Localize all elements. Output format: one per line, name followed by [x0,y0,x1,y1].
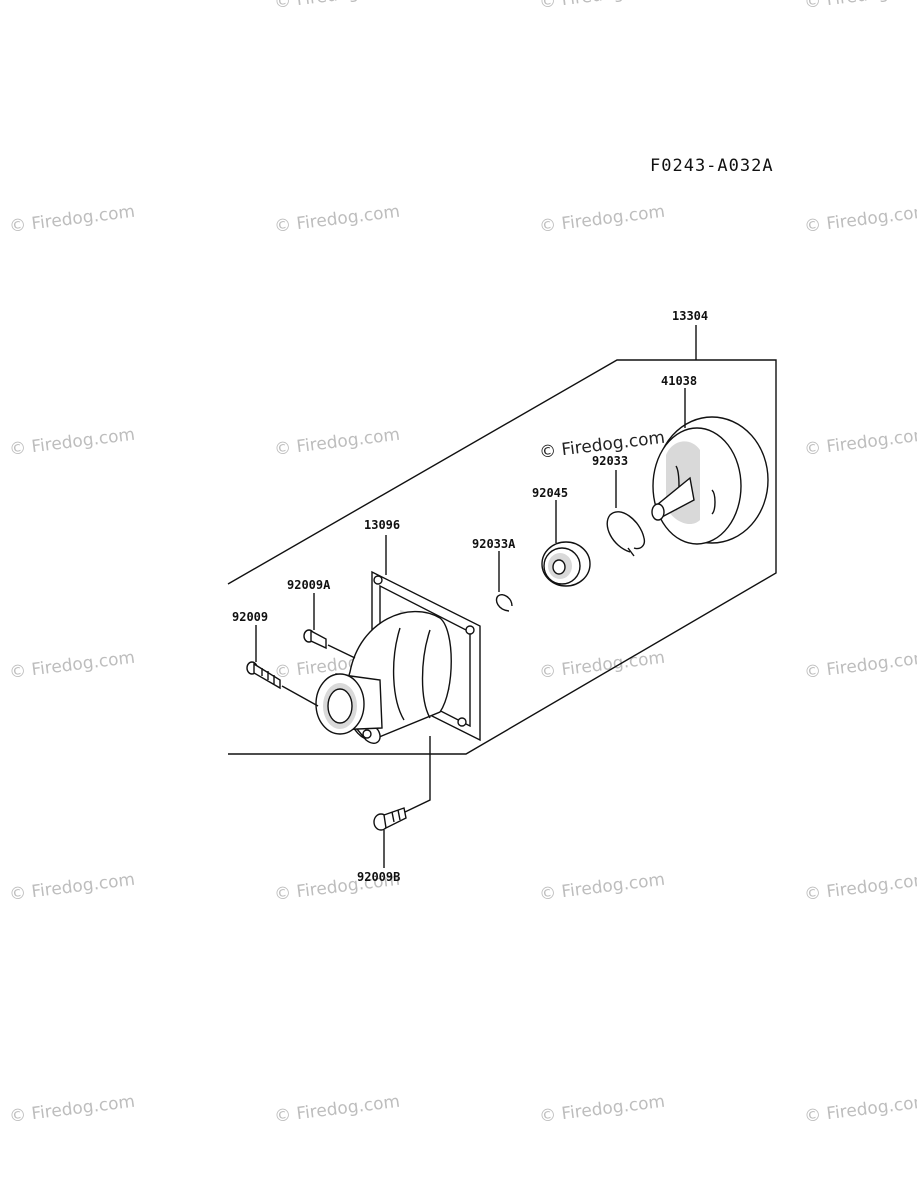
watermark: © Firedog.com [8,202,136,237]
watermark: © Firedog.com [8,1092,136,1127]
watermark: © Firedog.com [803,202,917,237]
watermark: © Firedog.com [273,202,401,237]
part-label-41038: 41038 [661,374,697,388]
watermark-top-partial: © Firedog.com [273,0,401,13]
watermark: © Firedog.com [8,648,136,683]
diagram-code: F0243-A032A [650,156,774,176]
watermark-top-partial: © Firedog.com [803,0,917,13]
watermark-layer: © Firedog.com © Firedog.com © Firedog.co… [8,0,917,1127]
part-label-92033A: 92033A [472,537,516,551]
watermark: © Firedog.com [538,648,666,683]
watermark: © Firedog.com [8,425,136,460]
watermark-top-partial: © Firedog.com [538,0,666,13]
part-label-92009B: 92009B [357,870,400,884]
watermark: © Firedog.com [538,1092,666,1127]
part-label-92009: 92009 [232,610,268,624]
watermark: © Firedog.com [538,202,666,237]
axis-92009 [281,685,319,707]
bolt-92009B [373,807,407,831]
watermark: © Firedog.com [273,425,401,460]
bearing [541,541,591,587]
watermark: © Firedog.com [538,870,666,905]
gear-case-housing [315,570,481,744]
part-label-92033: 92033 [592,454,628,468]
watermark: © Firedog.com [803,870,917,905]
snap-ring [606,511,646,557]
part-label-92009A: 92009A [287,578,331,592]
bolt-92009 [246,661,281,690]
watermark: © Firedog.com [273,1092,401,1127]
part-label-13096: 13096 [364,518,400,532]
small-snap-ring [495,594,513,612]
assembly-boundary [227,359,777,755]
watermark: © Firedog.com [803,425,917,460]
watermark: © Firedog.com [803,1092,917,1127]
axis-92009A [327,644,356,659]
part-label-13304: 13304 [672,309,708,323]
leader-92009B-link [404,736,431,813]
clutch-drum [651,416,769,545]
watermark: © Firedog.com [803,648,917,683]
part-label-92045: 92045 [532,486,568,500]
watermark: © Firedog.com [8,870,136,905]
bolt-92009A [303,629,327,650]
